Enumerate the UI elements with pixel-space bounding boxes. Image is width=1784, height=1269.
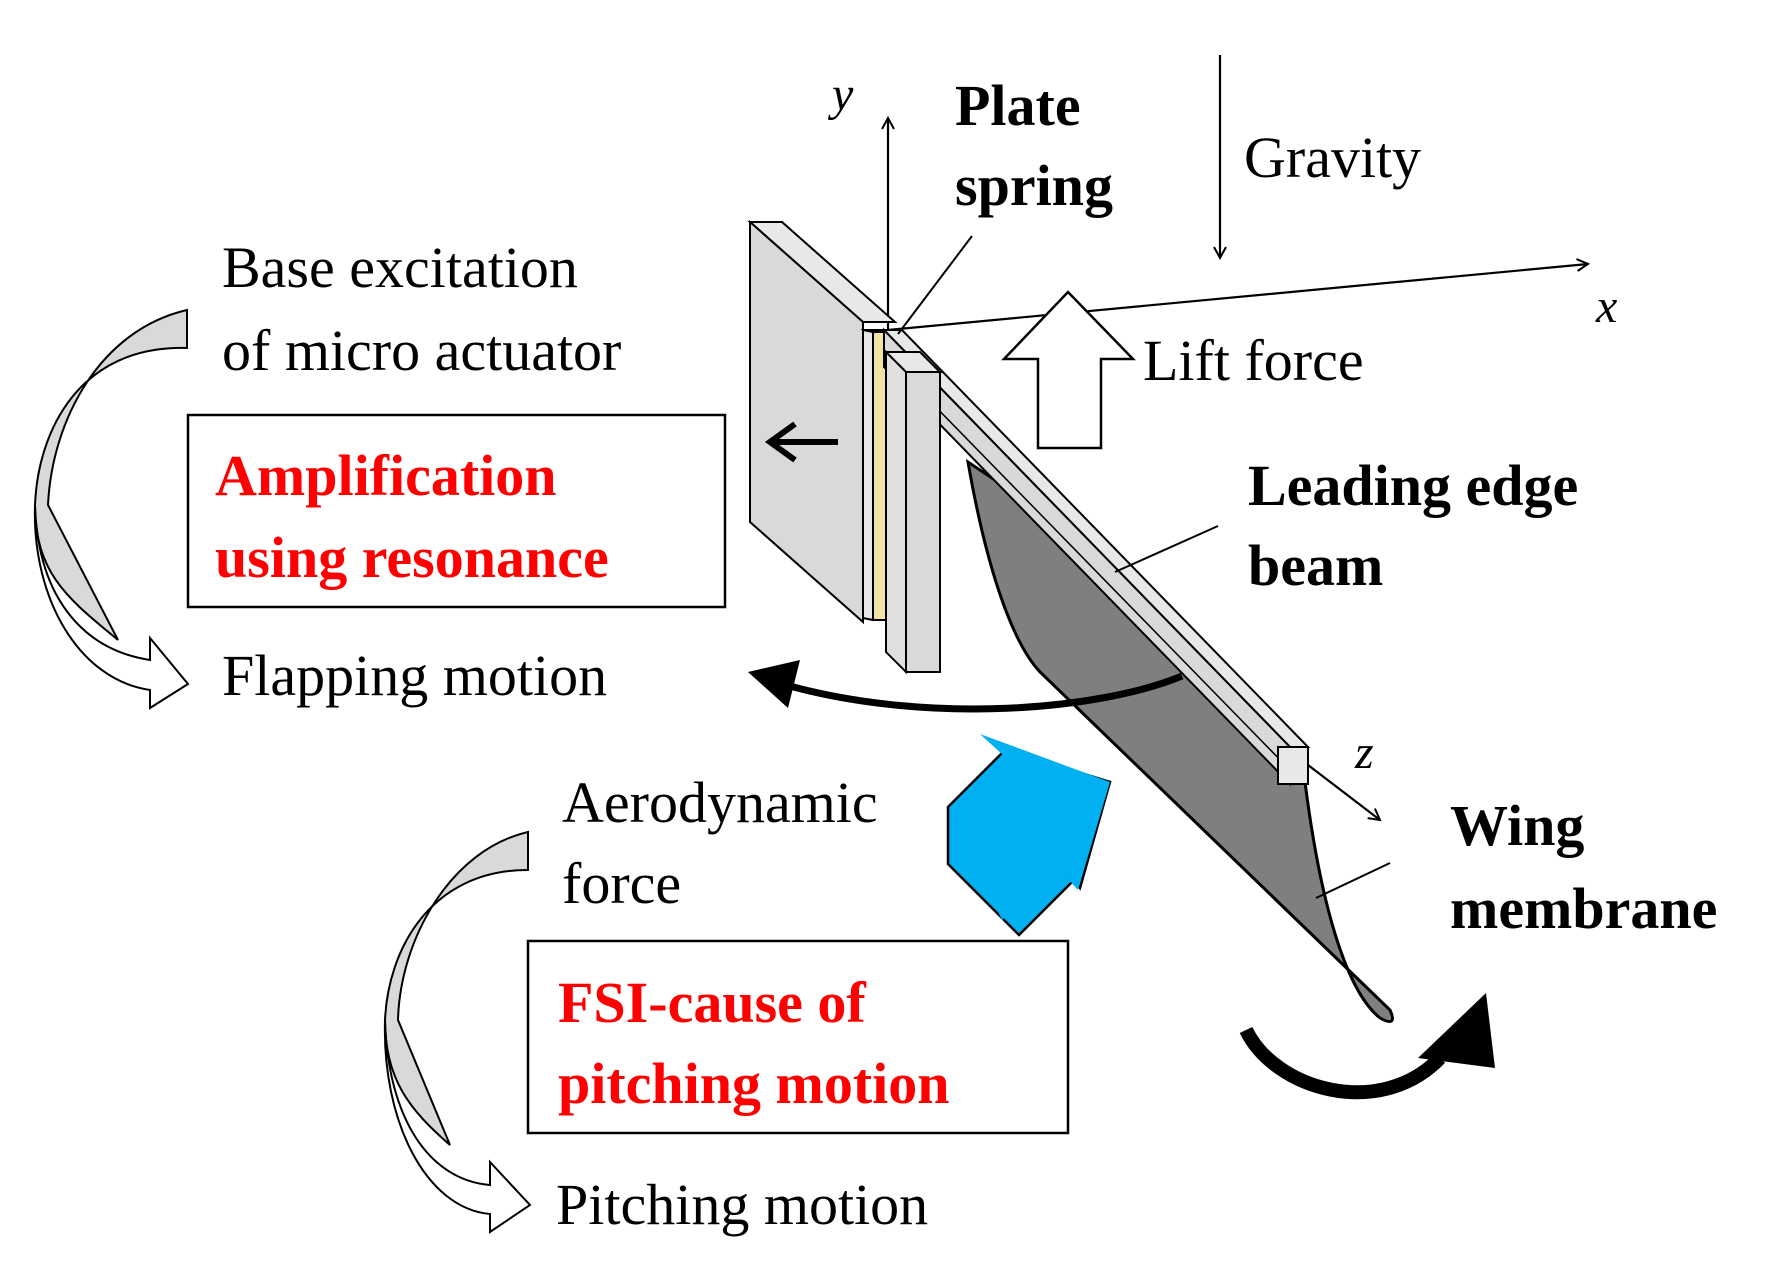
amplification-label-1: Amplification bbox=[215, 443, 557, 508]
lift-force-label: Lift force bbox=[1143, 328, 1364, 393]
pitching-motion-label: Pitching motion bbox=[556, 1172, 928, 1237]
fsi-label-2: pitching motion bbox=[558, 1051, 950, 1116]
pitching-arrow-icon bbox=[1239, 993, 1495, 1100]
z-axis-label: z bbox=[1354, 726, 1374, 779]
base-excitation-label-2: of micro actuator bbox=[222, 318, 621, 383]
fsi-label-1: FSI-cause of bbox=[558, 970, 866, 1035]
leading-edge-beam-label-2: beam bbox=[1248, 533, 1383, 598]
x-axis-label: x bbox=[1595, 280, 1617, 333]
fsi-box bbox=[526, 939, 1070, 1135]
z-axis bbox=[1307, 764, 1380, 820]
leading-edge-beam bbox=[881, 327, 1311, 787]
leading-edge-beam-label-1: Leading edge bbox=[1248, 453, 1578, 518]
leading-edge-leader bbox=[1114, 525, 1219, 573]
aerodynamic-force-arrow-icon bbox=[946, 734, 1112, 937]
amplification-box bbox=[186, 413, 727, 609]
plate-spring-leader bbox=[897, 235, 973, 335]
wing-membrane-label-2: membrane bbox=[1450, 876, 1717, 941]
process-arrow-upper-icon bbox=[33, 308, 190, 710]
aerodynamic-force-label-1: Aerodynamic bbox=[562, 770, 878, 835]
process-arrow-lower-icon bbox=[383, 830, 532, 1234]
wing-membrane bbox=[965, 458, 1394, 1024]
plate-spring-label-1: Plate bbox=[955, 73, 1081, 138]
plate-spring-part bbox=[860, 328, 907, 622]
x-axis bbox=[887, 264, 1588, 332]
plate-spring-label-2: spring bbox=[955, 153, 1113, 218]
gravity-label: Gravity bbox=[1244, 125, 1421, 190]
aerodynamic-force-label-2: force bbox=[562, 851, 681, 916]
lift-force-arrow-icon bbox=[1001, 290, 1136, 450]
flapping-arrow-icon bbox=[748, 660, 1184, 713]
base-plate bbox=[747, 219, 898, 625]
base-excitation-label-1: Base excitation bbox=[222, 235, 578, 300]
flapping-motion-label: Flapping motion bbox=[222, 643, 607, 708]
wing-membrane-label-1: Wing bbox=[1450, 793, 1584, 858]
excitation-arrow-icon bbox=[764, 421, 838, 463]
y-axis-label: y bbox=[827, 68, 854, 121]
amplification-label-2: using resonance bbox=[215, 525, 609, 590]
wing-membrane-leader bbox=[1315, 862, 1391, 899]
